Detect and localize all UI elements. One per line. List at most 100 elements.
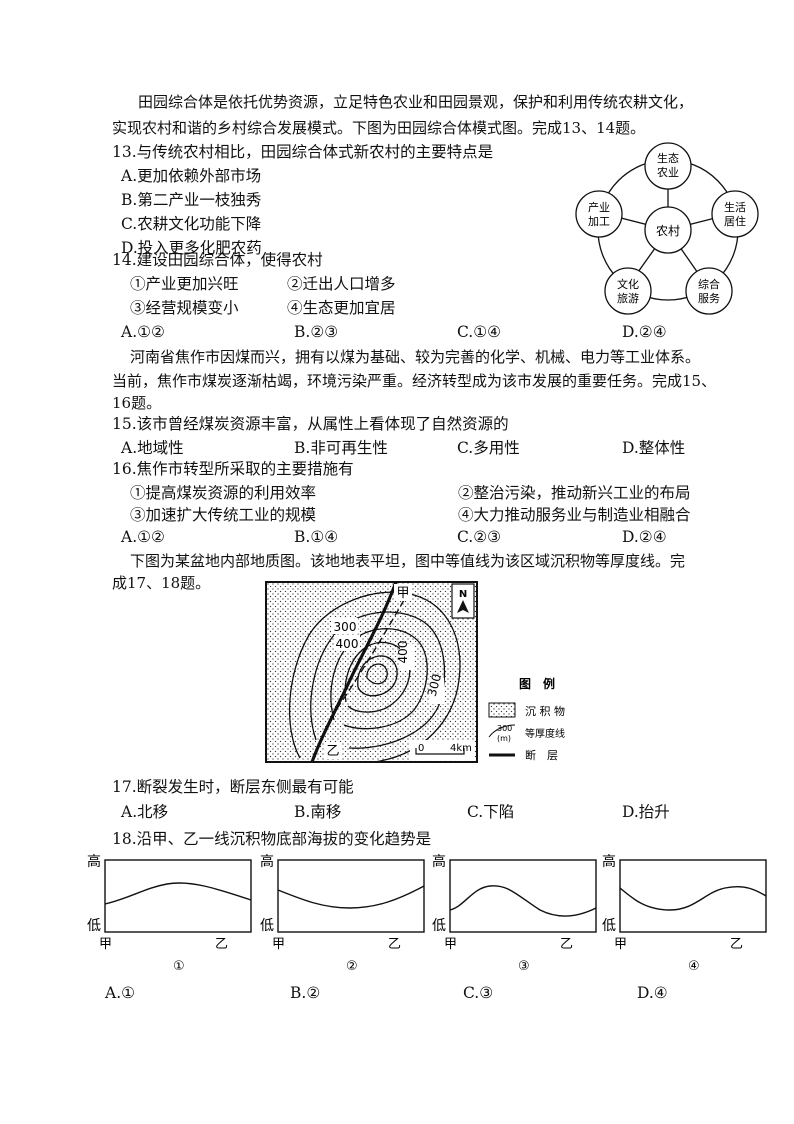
profile-chart-1: 高 低 甲 乙 ① <box>87 853 252 974</box>
node-living-residence: 生活 居住 <box>711 190 759 238</box>
sediment-area <box>265 581 478 763</box>
legend-fault: 断 层 <box>489 748 558 762</box>
svg-text:300: 300 <box>497 724 512 733</box>
y-low-label: 低 <box>432 918 446 934</box>
svg-text:生活: 生活 <box>724 200 746 214</box>
q15-option-c[interactable]: C.多用性 <box>457 439 520 457</box>
q13-stem: 13.与传统农村相比，田园综合体式新农村的主要特点是 <box>112 143 494 161</box>
q16-item-4: ④大力推动服务业与制造业相融合 <box>458 506 691 524</box>
profile-number: ③ <box>518 959 530 974</box>
basin-geologic-map: 300 400 400 300 甲 乙 N 0 4km <box>265 581 478 763</box>
map-legend: 图 例 沉 积 物 300 (m) 等厚度线 断 层 <box>488 676 565 762</box>
scale-bar: 0 4km <box>410 740 474 760</box>
q17-option-a[interactable]: A.北移 <box>121 803 169 821</box>
svg-text:旅游: 旅游 <box>617 291 639 305</box>
svg-text:产业: 产业 <box>588 200 610 214</box>
map-label-yi: 乙 <box>326 744 339 759</box>
svg-text:生态: 生态 <box>657 151 679 165</box>
svg-text:4km: 4km <box>450 743 472 754</box>
y-high-label: 高 <box>432 853 446 870</box>
q13-option-d[interactable]: D.投入更多化肥农药 <box>121 239 262 257</box>
intro-1-line-1: 田园综合体是依托优势资源，立足特色农业和田园景观，保护和利用传统农耕文化， <box>138 93 694 111</box>
contour-label-300-top: 300 <box>334 620 357 634</box>
q15-option-d[interactable]: D.整体性 <box>622 439 686 457</box>
q16-item-3: ③加速扩大传统工业的规模 <box>130 506 317 524</box>
q17-option-d[interactable]: D.抬升 <box>622 803 670 821</box>
legend-sediment: 沉 积 物 <box>488 702 565 718</box>
svg-text:N: N <box>459 589 467 600</box>
x-start-label: 甲 <box>614 937 627 952</box>
map-label-jia: 甲 <box>396 586 409 601</box>
y-high-label: 高 <box>602 853 616 870</box>
q16-item-2: ②整治污染，推动新兴工业的布局 <box>458 484 691 502</box>
q16-option-c[interactable]: C.②③ <box>457 528 502 546</box>
contour-label-400-left: 400 <box>336 637 359 651</box>
q14-item-3: ③经营规模变小 <box>130 299 239 317</box>
node-comprehensive-service: 综合 服务 <box>685 267 733 315</box>
intro-2-line-2: 当前，焦作市煤炭逐渐枯竭，环境污染严重。经济转型成为该市发展的重要任务。完成15… <box>112 372 717 390</box>
q18-option-b[interactable]: B.② <box>290 984 321 1002</box>
q17-option-c[interactable]: C.下陷 <box>467 803 515 821</box>
q18-option-a[interactable]: A.① <box>105 984 136 1002</box>
q18-option-c[interactable]: C.③ <box>463 984 494 1002</box>
x-end-label: 乙 <box>730 937 743 952</box>
profile-curve-hump <box>104 882 252 905</box>
svg-text:服务: 服务 <box>698 292 720 305</box>
profile-curve-trough <box>277 885 425 909</box>
svg-text:居住: 居住 <box>724 214 746 228</box>
x-start-label: 甲 <box>444 937 457 952</box>
q13-option-a[interactable]: A.更加依赖外部市场 <box>121 167 262 185</box>
profile-frame <box>277 859 425 933</box>
x-end-label: 乙 <box>560 937 573 952</box>
q18-option-d[interactable]: D.④ <box>637 984 668 1002</box>
profile-frame <box>104 859 252 933</box>
profile-number: ② <box>346 959 358 974</box>
fault-line <box>310 582 405 762</box>
svg-text:等厚度线: 等厚度线 <box>525 727 565 740</box>
svg-text:断 层: 断 层 <box>525 748 558 762</box>
svg-text:0: 0 <box>418 743 424 754</box>
x-start-label: 甲 <box>99 937 112 952</box>
node-center: 农村 <box>644 206 692 254</box>
q14-option-a[interactable]: A.①② <box>121 323 165 341</box>
svg-text:(m): (m) <box>497 734 511 743</box>
svg-text:农村: 农村 <box>656 224 680 238</box>
svg-text:综合: 综合 <box>698 277 720 291</box>
q16-option-a[interactable]: A.①② <box>121 528 165 546</box>
profile-chart-3: 高 低 甲 乙 ③ <box>432 853 597 974</box>
profile-frame <box>449 859 597 933</box>
q15-option-b[interactable]: B.非可再生性 <box>294 439 388 457</box>
svg-text:文化: 文化 <box>617 277 639 291</box>
q16-stem: 16.焦作市转型所采取的主要措施有 <box>112 460 354 478</box>
profile-chart-2: 高 低 甲 乙 ② <box>260 853 425 974</box>
q14-item-2: ②迁出人口增多 <box>287 275 396 293</box>
rural-complex-diagram: 农村 生态 农业 生活 居住 综合 服务 文化 旅游 产业 加工 <box>575 142 759 315</box>
svg-text:农业: 农业 <box>657 165 679 179</box>
q16-option-b[interactable]: B.①④ <box>294 528 339 546</box>
q14-option-b[interactable]: B.②③ <box>294 323 339 341</box>
q14-stem: 14.建设田园综合体，使得农村 <box>112 251 323 269</box>
legend-title: 图 例 <box>519 676 555 691</box>
intro-3-line-1: 下图为某盆地内部地质图。该地地表平坦，图中等值线为该区域沉积物等厚度线。完 <box>130 552 686 570</box>
q15-stem: 15.该市曾经煤炭资源丰富，从属性上看体现了自然资源的 <box>112 415 509 433</box>
intro-2-line-3: 16题。 <box>112 394 162 412</box>
intro-2-line-1: 河南省焦作市因煤而兴，拥有以煤为基础、较为完善的化学、机械、电力等工业体系。 <box>130 348 701 366</box>
q14-option-d[interactable]: D.②④ <box>622 323 667 341</box>
y-low-label: 低 <box>87 918 101 934</box>
q14-item-1: ①产业更加兴旺 <box>130 275 239 293</box>
north-arrow-icon: N <box>451 583 475 619</box>
q18-stem: 18.沿甲、乙一线沉积物底部海拔的变化趋势是 <box>112 830 432 848</box>
q16-option-d[interactable]: D.②④ <box>622 528 667 546</box>
q13-option-b[interactable]: B.第二产业一枝独秀 <box>121 191 262 209</box>
q15-option-a[interactable]: A.地域性 <box>121 439 184 457</box>
q14-item-4: ④生态更加宜居 <box>287 299 396 317</box>
profile-number: ① <box>173 959 185 974</box>
q17-option-b[interactable]: B.南移 <box>294 803 342 821</box>
profile-number: ④ <box>688 959 700 974</box>
profile-frame <box>619 859 767 933</box>
q14-option-c[interactable]: C.①④ <box>457 323 502 341</box>
contour-label-400-right: 400 <box>396 641 410 664</box>
profile-curve-hump-left <box>449 885 597 917</box>
contour-label-300-right: 300 <box>425 672 444 698</box>
q13-option-c[interactable]: C.农耕文化功能下降 <box>121 215 262 233</box>
